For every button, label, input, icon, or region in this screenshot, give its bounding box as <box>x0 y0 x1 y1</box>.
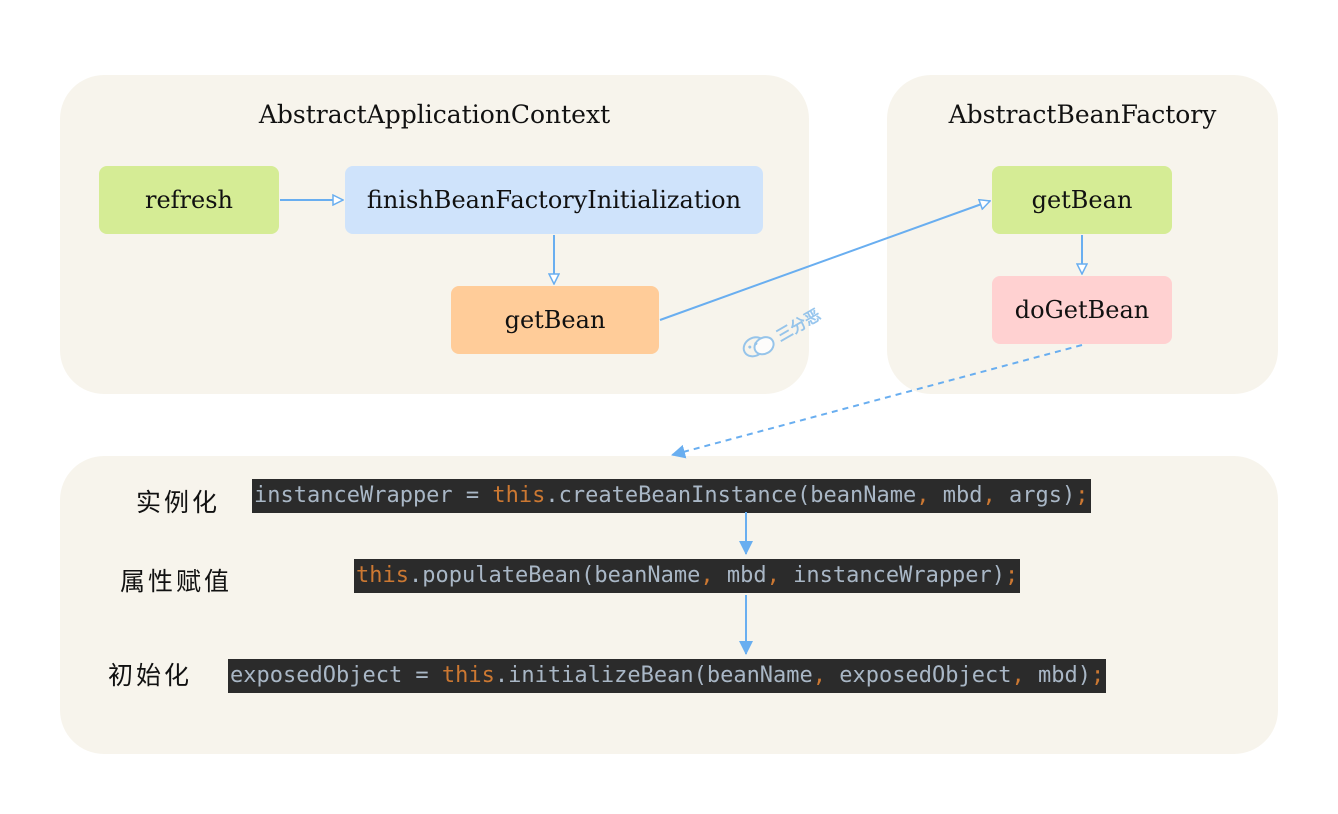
finish-bean-factory-initialization-node: finishBeanFactoryInitialization <box>345 166 763 234</box>
code-token: this <box>356 563 409 588</box>
code-token: mbd <box>713 563 767 588</box>
code-token: .initializeBean(beanName <box>494 663 813 688</box>
context-panel-title: AbstractApplicationContext <box>258 100 611 129</box>
code-token: ; <box>1090 663 1105 688</box>
wechat-icon <box>742 336 775 358</box>
code-token: this <box>441 663 495 688</box>
code-token: ; <box>1005 563 1019 588</box>
code-token: , <box>1011 663 1025 688</box>
code-token: , <box>700 563 714 588</box>
code-token: exposedObject <box>826 663 1012 688</box>
instantiate-code: instanceWrapper = this.createBeanInstanc… <box>252 479 1091 513</box>
factory-getbean-node: getBean <box>992 166 1172 234</box>
initialize-code: exposedObject = this.initializeBean(bean… <box>228 659 1107 693</box>
populate-label: 属性赋值 <box>120 567 233 596</box>
code-token: , <box>766 563 780 588</box>
refresh-node: refresh <box>99 166 279 234</box>
dogetbean-node: doGetBean <box>992 276 1172 344</box>
getbean-to-factory-arrow <box>659 201 990 321</box>
code-token: args) <box>995 483 1076 508</box>
code-token: ; <box>1075 483 1089 508</box>
code-token: this <box>492 483 546 508</box>
code-token: , <box>812 663 827 688</box>
initialize-label: 初始化 <box>108 661 193 690</box>
code-token: instanceWrapper = <box>254 483 493 508</box>
code-token: exposedObject = <box>230 663 442 688</box>
instantiate-label: 实例化 <box>136 488 221 517</box>
dogetbean-to-lifecycle-arrow <box>671 344 1083 459</box>
code-token: .populateBean(beanName <box>408 563 701 588</box>
code-token: , <box>916 483 930 508</box>
code-token: mbd <box>929 483 983 508</box>
code-token: , <box>982 483 996 508</box>
watermark: 三分恶 <box>738 301 825 367</box>
context-panel: AbstractApplicationContext <box>60 75 809 394</box>
populate-code: this.populateBean(beanName, mbd, instanc… <box>354 559 1021 593</box>
code-token: instanceWrapper) <box>779 563 1006 588</box>
context-getbean-node: getBean <box>451 286 659 354</box>
code-token: .createBeanInstance(beanName <box>545 483 917 508</box>
factory-panel-title: AbstractBeanFactory <box>948 100 1217 129</box>
code-token: mbd) <box>1024 663 1091 688</box>
